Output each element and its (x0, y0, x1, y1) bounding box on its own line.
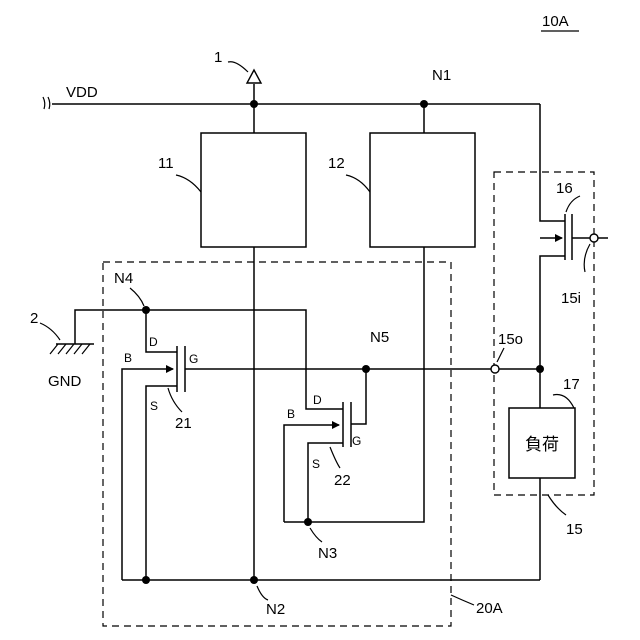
transistor-21-leader (168, 388, 182, 412)
block-12 (370, 133, 475, 247)
transistor-16-label: 16 (556, 180, 573, 197)
transistor-22-label: 22 (334, 472, 351, 489)
transistor-21-source-wire (146, 386, 177, 580)
gnd-label: GND (48, 373, 82, 390)
transistor-16-leader (566, 196, 580, 212)
terminal-2-leader (40, 323, 60, 340)
node-n1-label: N1 (432, 67, 451, 84)
n4-wire (75, 310, 343, 409)
terminal-1-leader (228, 62, 248, 72)
in-terminal-15i (590, 234, 598, 242)
terminal-1-symbol (247, 70, 261, 83)
node-n4-label: N4 (114, 270, 133, 287)
transistor-22-body-arrow (332, 421, 340, 429)
transistor-21-body-pin: B (124, 351, 132, 365)
in-terminal-leader (584, 244, 590, 272)
circuit-block-20a-outline (103, 262, 451, 626)
node-n1-dot (420, 100, 428, 108)
load-17-leader (553, 395, 574, 408)
out-terminal-label: 15o (498, 331, 523, 348)
transistor-22-body-wire (284, 425, 339, 522)
transistor-22-source-pin: S (312, 457, 320, 471)
load-block-label: 15 (566, 521, 583, 538)
out-terminal-leader (497, 348, 504, 362)
transistor-22-gate-wire (351, 369, 366, 424)
vdd-break-mark (43, 97, 50, 109)
node-n3-dot (304, 518, 312, 526)
terminal-1-junction (250, 100, 258, 108)
circuit-block-label: 20A (476, 600, 503, 617)
in-terminal-label: 15i (561, 290, 581, 307)
block-11-leader (176, 175, 201, 192)
transistor-21-drain-pin: D (149, 335, 158, 349)
transistor-21-body-arrow (166, 365, 174, 373)
transistor-16-body-arrow (555, 234, 563, 242)
transistor-16-source-wire (540, 256, 565, 408)
transistor-21-gate-pin: G (189, 352, 198, 366)
transistor-22-body-pin: B (287, 407, 295, 421)
node-n3-label: N3 (318, 545, 337, 562)
transistor-21-body-wire (122, 369, 173, 580)
transistor-22-drain-pin: D (313, 393, 322, 407)
figure-ref-label: 10A (542, 13, 569, 30)
node-n2-leader (257, 586, 268, 600)
gnd-hatch (50, 344, 90, 354)
transistor-21-source-pin: S (150, 399, 158, 413)
vdd-to-16-wire (540, 104, 556, 221)
transistor-21-label: 21 (175, 415, 192, 432)
node-n4-leader (130, 288, 144, 306)
transistor-22-leader (330, 447, 340, 468)
terminal-2-label: 2 (30, 310, 38, 327)
block-12-leader (346, 175, 370, 192)
node-n3-leader (310, 528, 322, 542)
node-n2-dot (250, 576, 258, 584)
block-11 (201, 133, 306, 247)
terminal-1-label: 1 (214, 49, 222, 66)
node-n5-label: N5 (370, 329, 389, 346)
load-block-leader (548, 495, 566, 515)
block-12-label: 12 (328, 155, 345, 172)
block-11-label: 11 (158, 155, 174, 172)
out-terminal-15o (491, 365, 499, 373)
load-17-label: 17 (563, 376, 580, 393)
transistor-22-gate-pin: G (352, 434, 361, 448)
load-text: 負荷 (525, 435, 559, 455)
out-junction-dot (536, 365, 544, 373)
node-n2-label: N2 (266, 601, 285, 618)
circuit-block-leader (451, 595, 474, 605)
vdd-label: VDD (66, 84, 98, 101)
